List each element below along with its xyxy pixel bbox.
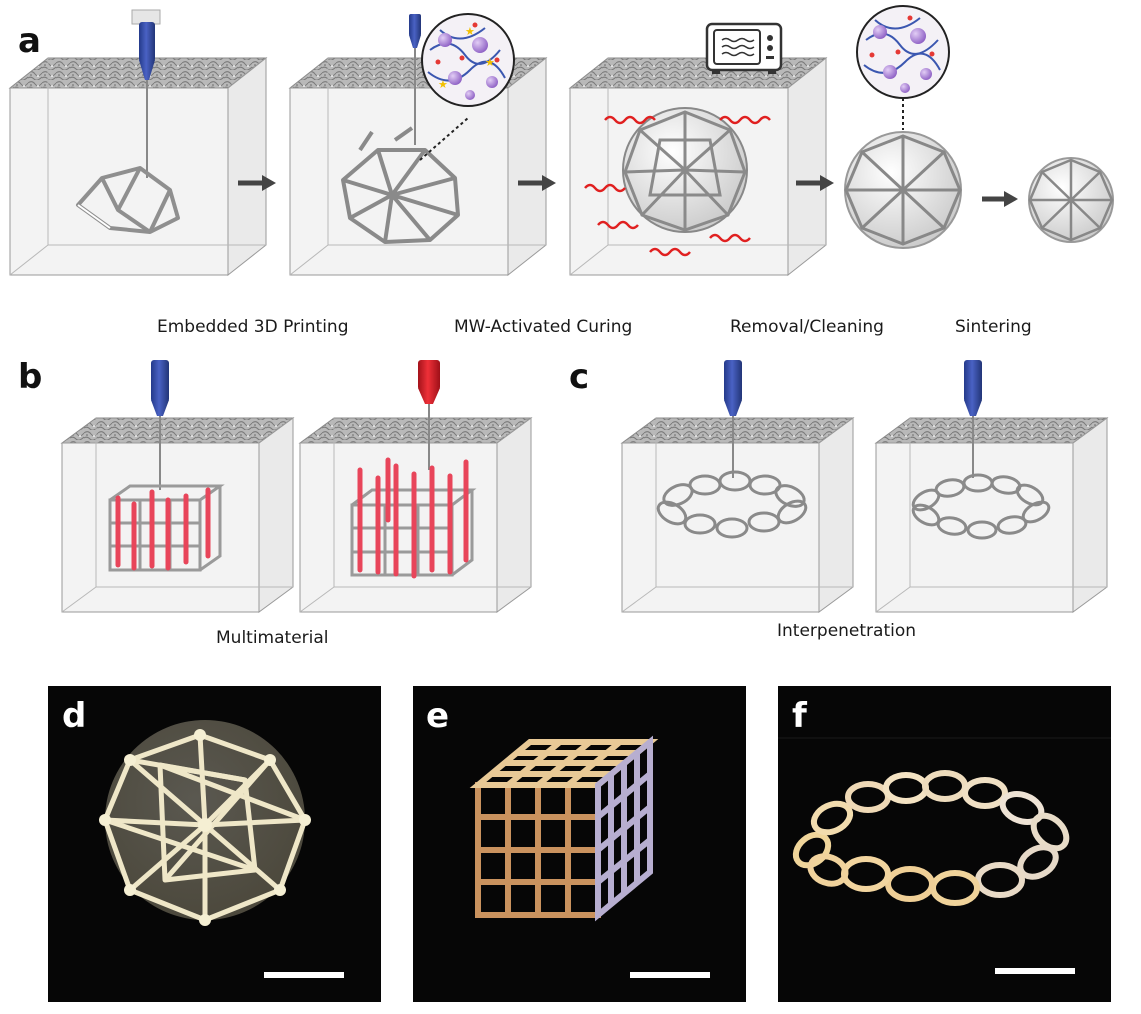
- caption-multimaterial: Multimaterial: [216, 628, 329, 648]
- gel-box-c2: [874, 417, 1109, 613]
- partial-lattice-1: [76, 166, 180, 234]
- process-arrow-4: [982, 191, 1018, 207]
- nozzle-blue-1: [131, 9, 161, 178]
- gel-box-1: [8, 56, 268, 277]
- panel-label-a: a: [18, 21, 41, 61]
- nozzle-blue-2: [409, 14, 421, 145]
- multimaterial-lattice-1: [108, 484, 225, 572]
- nozzle-red-b2: [418, 360, 440, 470]
- scale-bar-d: [264, 972, 344, 978]
- nozzle-blue-c2: [964, 360, 982, 478]
- cured-sphere-lattice: [622, 107, 748, 233]
- process-arrow-1: [238, 175, 276, 191]
- multimaterial-lattice-2: [350, 457, 477, 579]
- panel-label-b: b: [18, 357, 42, 397]
- microwave-oven-icon: [705, 22, 783, 74]
- panel-label-c: c: [569, 357, 589, 397]
- full-chain-c2: [911, 473, 1051, 540]
- caption-sintering: Sintering: [955, 317, 1032, 337]
- partial-chain-c1: [656, 470, 808, 539]
- svg-text:★: ★: [438, 78, 448, 91]
- caption-mw-curing: MW-Activated Curing: [454, 317, 632, 337]
- photo-panel-e: [413, 686, 746, 1002]
- zoom-inset-clean: [856, 5, 950, 99]
- cleaned-sphere: [844, 80, 962, 249]
- microwave-waves: [584, 115, 771, 257]
- nozzle-blue-b1: [151, 360, 169, 490]
- scale-bar-e: [630, 972, 710, 978]
- panel-label-d: d: [62, 696, 86, 736]
- half-lattice-2: [341, 126, 460, 244]
- process-arrow-2: [518, 175, 556, 191]
- gel-box-b1: [60, 417, 295, 613]
- sintered-sphere: [1028, 157, 1114, 243]
- svg-text:★: ★: [485, 56, 495, 69]
- photo-panel-d: [48, 686, 381, 1002]
- nozzle-blue-c1: [724, 360, 742, 478]
- photo-panel-f: [778, 686, 1111, 1002]
- zoom-inset-ink: ★ ★ ★: [419, 13, 515, 161]
- panel-label-e: e: [426, 696, 449, 736]
- caption-removal-cleaning: Removal/Cleaning: [730, 317, 884, 337]
- gel-box-c1: [620, 417, 855, 613]
- caption-interpenetration: Interpenetration: [777, 621, 916, 641]
- svg-text:★: ★: [465, 25, 475, 38]
- process-arrow-3: [796, 175, 834, 191]
- panel-label-f: f: [792, 696, 808, 736]
- caption-embedded-printing: Embedded 3D Printing: [157, 317, 349, 337]
- scale-bar-f: [995, 968, 1075, 974]
